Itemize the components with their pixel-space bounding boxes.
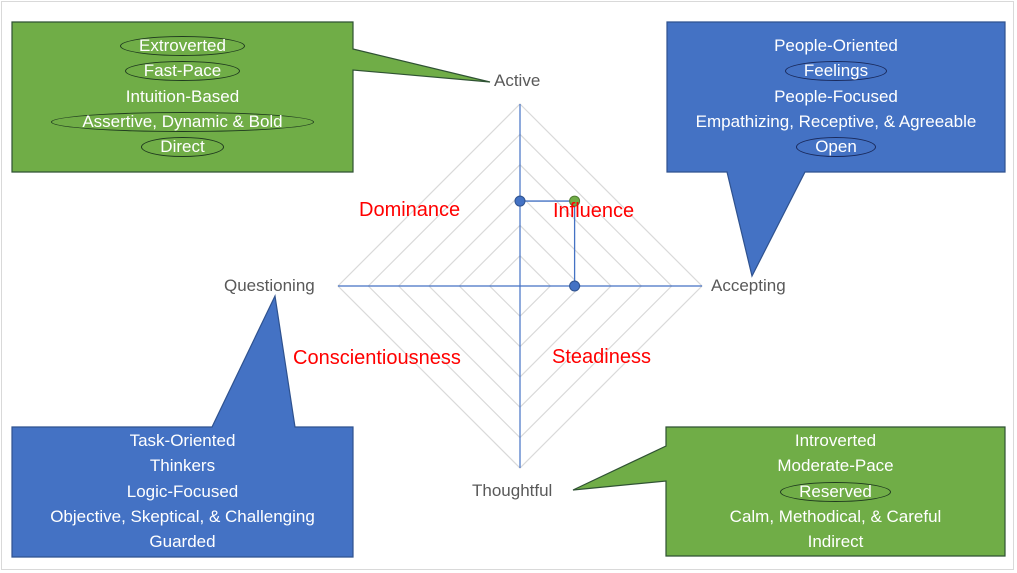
- trait-text: Thinkers: [149, 456, 216, 476]
- trait-line: Extroverted: [12, 33, 353, 58]
- trait-line: Feelings: [667, 58, 1005, 83]
- trait-text: Empathizing, Receptive, & Agreeable: [695, 111, 977, 131]
- trait-text: Indirect: [807, 532, 864, 552]
- trait-text: Calm, Methodical, & Careful: [729, 506, 942, 526]
- trait-line: Task-Oriented: [12, 428, 353, 453]
- axis-label-questioning: Questioning: [224, 276, 315, 295]
- radar-marks: [514, 195, 581, 292]
- trait-text: People-Focused: [774, 86, 898, 106]
- radar-axes: [338, 104, 702, 468]
- quadrant-label-conscientiousness: Conscientiousness: [293, 347, 461, 369]
- trait-text: Reserved: [780, 481, 891, 502]
- quadrant-label-dominance: Dominance: [359, 199, 461, 221]
- trait-text: Open: [796, 137, 876, 158]
- trait-text: Intuition-Based: [125, 86, 240, 106]
- trait-line: Guarded: [12, 529, 353, 554]
- trait-text: Feelings: [784, 61, 888, 82]
- trait-text: People-Oriented: [774, 36, 898, 55]
- trait-line: Moderate-Pace: [666, 453, 1005, 478]
- trait-text: Objective, Skeptical, & Challenging: [50, 506, 315, 526]
- trait-text: Moderate-Pace: [777, 456, 894, 476]
- trait-line: Thinkers: [12, 453, 353, 478]
- callout-bottom-right: Introverted Moderate-Pace Reserved Calm,…: [666, 428, 1005, 554]
- axis-label-thoughtful: Thoughtful: [472, 481, 553, 500]
- trait-line: Reserved: [666, 479, 1005, 504]
- point-accepting: [569, 280, 581, 292]
- trait-line: Calm, Methodical, & Careful: [666, 504, 1005, 529]
- trait-line: Fast-Pace: [12, 58, 353, 83]
- axis-label-active: Active: [494, 71, 541, 90]
- callout-bottom-left: Task-Oriented Thinkers Logic-Focused Obj…: [12, 428, 353, 554]
- trait-text: Logic-Focused: [126, 481, 239, 501]
- point-active: [514, 195, 526, 207]
- callout-shape-top-left: [11, 21, 491, 173]
- trait-line: Indirect: [666, 529, 1005, 554]
- point-combined: [569, 195, 581, 207]
- trait-line: Logic-Focused: [12, 479, 353, 504]
- callout-top-right: People-Oriented Feelings People-Focused …: [667, 33, 1005, 159]
- trait-text: Direct: [141, 137, 224, 158]
- quadrant-label-influence: Influence: [553, 200, 635, 222]
- trait-text: Assertive, Dynamic & Bold: [51, 111, 314, 132]
- trait-line: Objective, Skeptical, & Challenging: [12, 504, 353, 529]
- trait-line: People-Focused: [667, 84, 1005, 109]
- trait-text: Extroverted: [120, 36, 245, 56]
- trait-line: Open: [667, 134, 1005, 159]
- trait-line: People-Oriented: [667, 33, 1005, 58]
- trait-line: Introverted: [666, 428, 1005, 453]
- callout-top-left: Extroverted Fast-Pace Intuition-Based As…: [12, 33, 353, 159]
- trait-line: Assertive, Dynamic & Bold: [12, 109, 353, 134]
- trait-text: Guarded: [149, 532, 216, 552]
- trait-line: Direct: [12, 134, 353, 159]
- trait-line: Intuition-Based: [12, 84, 353, 109]
- trait-text: Fast-Pace: [124, 61, 241, 82]
- axis-label-accepting: Accepting: [711, 276, 786, 295]
- callout-shape-bottom-left: [11, 293, 354, 558]
- trait-text: Task-Oriented: [129, 431, 236, 450]
- quadrant-label-steadiness: Steadiness: [552, 346, 651, 368]
- trait-text: Introverted: [794, 431, 877, 450]
- trait-line: Empathizing, Receptive, & Agreeable: [667, 109, 1005, 134]
